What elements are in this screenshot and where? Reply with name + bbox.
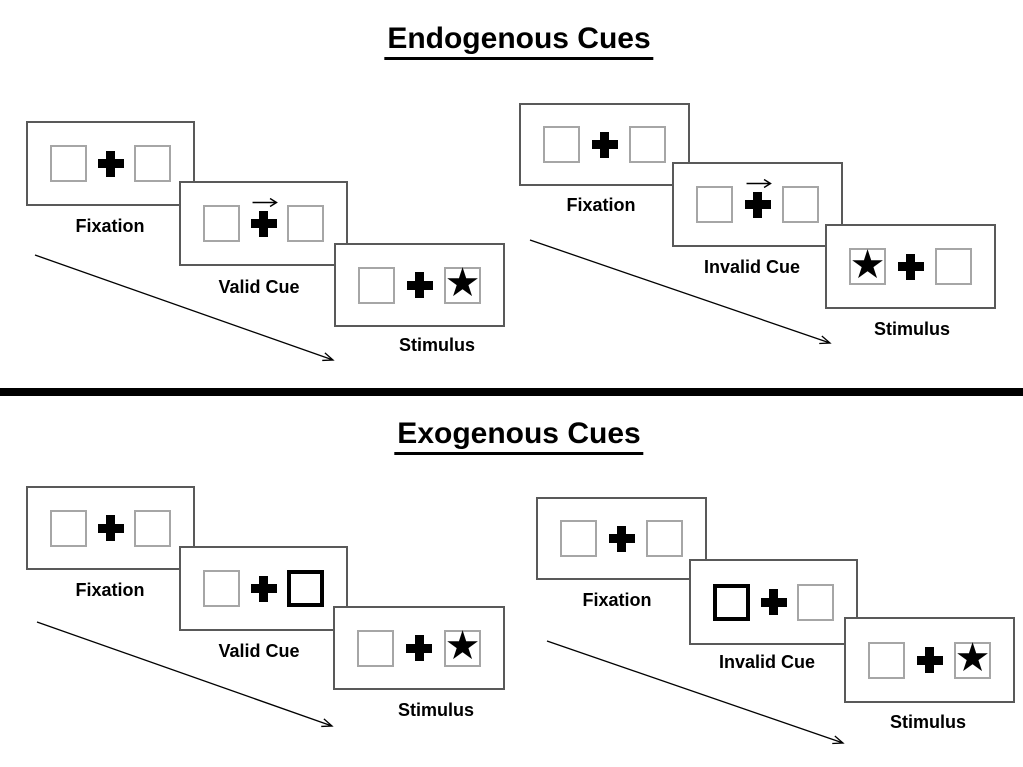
- invalid-cue-panel: [672, 162, 843, 247]
- right-placeholder-box: [646, 520, 683, 557]
- timeline-arrow-exogenous-valid: [36, 621, 334, 728]
- highlighted-cue-box: [287, 570, 324, 607]
- timeline-arrow-endogenous-valid: [34, 254, 335, 362]
- plus-icon: [591, 131, 618, 158]
- left-placeholder-box: [543, 126, 580, 163]
- panel-label-cue: Valid Cue: [218, 277, 300, 297]
- right-placeholder-box: [782, 186, 819, 223]
- valid-cue-panel: [179, 546, 348, 631]
- right-placeholder-box: [134, 145, 171, 182]
- fixation-cross-icon: [250, 197, 278, 237]
- right-placeholder-box: [134, 509, 171, 547]
- fixation-cross-icon: [97, 515, 124, 541]
- panel-label-cue: Valid Cue: [218, 641, 300, 661]
- right-placeholder-box: [935, 248, 972, 285]
- fixation-cross-icon: [608, 525, 635, 552]
- fixation-cross-icon: [406, 272, 433, 298]
- plus-icon: [608, 525, 635, 552]
- star-stimulus-box: ★: [444, 626, 481, 667]
- plus-icon: [760, 589, 787, 615]
- panel-label-cue: Invalid Cue: [718, 652, 816, 672]
- fixation-cross-icon: [916, 647, 943, 673]
- fixation-panel: [26, 486, 195, 570]
- star-stimulus-box: ★: [849, 242, 886, 287]
- star-stimulus-box: ★: [444, 263, 481, 304]
- panel-label-fixation: Fixation: [582, 590, 652, 610]
- star-icon: ★: [849, 242, 886, 287]
- stimulus-panel: ★: [333, 606, 505, 690]
- left-placeholder-box: [868, 641, 905, 679]
- panel-label-stimulus: Stimulus: [397, 700, 475, 720]
- fixation-cross-icon: [760, 589, 787, 615]
- left-placeholder-box: [696, 186, 733, 223]
- fixation-cross-icon: [591, 131, 618, 158]
- left-placeholder-box: [50, 509, 87, 547]
- panel-label-stimulus: Stimulus: [873, 319, 951, 339]
- left-placeholder-box: [203, 570, 240, 607]
- fixation-cross-icon: [250, 575, 277, 602]
- plus-icon: [250, 210, 277, 237]
- plus-icon: [97, 150, 124, 177]
- fixation-panel: [519, 103, 690, 186]
- fixation-cross-icon: [406, 635, 432, 661]
- section-divider: [0, 388, 1023, 396]
- right-cue-arrow-icon: [252, 197, 278, 208]
- left-placeholder-box: [203, 205, 240, 242]
- star-stimulus-box: ★: [954, 638, 991, 679]
- plus-icon: [97, 515, 124, 541]
- stimulus-panel: ★: [844, 617, 1015, 703]
- panel-label-stimulus: Stimulus: [889, 712, 967, 732]
- left-placeholder-box: [50, 145, 87, 182]
- plus-icon: [406, 635, 432, 661]
- panel-label-stimulus: Stimulus: [398, 335, 476, 355]
- panel-label-cue: Invalid Cue: [703, 257, 801, 277]
- star-icon: ★: [444, 261, 481, 305]
- right-placeholder-box: [629, 126, 666, 163]
- left-placeholder-box: [560, 520, 597, 557]
- star-icon: ★: [444, 624, 481, 668]
- invalid-cue-panel: [689, 559, 858, 645]
- right-placeholder-box: [287, 205, 324, 242]
- fixation-cross-icon: [97, 150, 124, 177]
- right-placeholder-box: [797, 583, 834, 621]
- panel-label-fixation: Fixation: [75, 580, 145, 600]
- plus-icon: [897, 253, 924, 280]
- plus-icon: [744, 191, 771, 218]
- plus-icon: [916, 647, 943, 673]
- fixation-cross-icon: [744, 178, 772, 218]
- section-title-exogenous: Exogenous Cues: [394, 418, 644, 455]
- section-title-endogenous: Endogenous Cues: [384, 23, 654, 60]
- fixation-panel: [536, 497, 707, 580]
- valid-cue-panel: [179, 181, 348, 266]
- stimulus-panel: ★: [825, 224, 996, 309]
- plus-icon: [406, 272, 433, 298]
- fixation-panel: [26, 121, 195, 206]
- right-cue-arrow-icon: [746, 178, 772, 189]
- star-icon: ★: [954, 636, 991, 680]
- highlighted-cue-box: [713, 583, 750, 621]
- timeline-arrow-endogenous-invalid: [529, 239, 832, 345]
- fixation-cross-icon: [897, 253, 924, 280]
- left-placeholder-box: [358, 266, 395, 304]
- panel-label-fixation: Fixation: [75, 216, 145, 236]
- panel-label-fixation: Fixation: [566, 195, 636, 215]
- plus-icon: [250, 575, 277, 602]
- stimulus-panel: ★: [334, 243, 505, 327]
- left-placeholder-box: [357, 629, 394, 667]
